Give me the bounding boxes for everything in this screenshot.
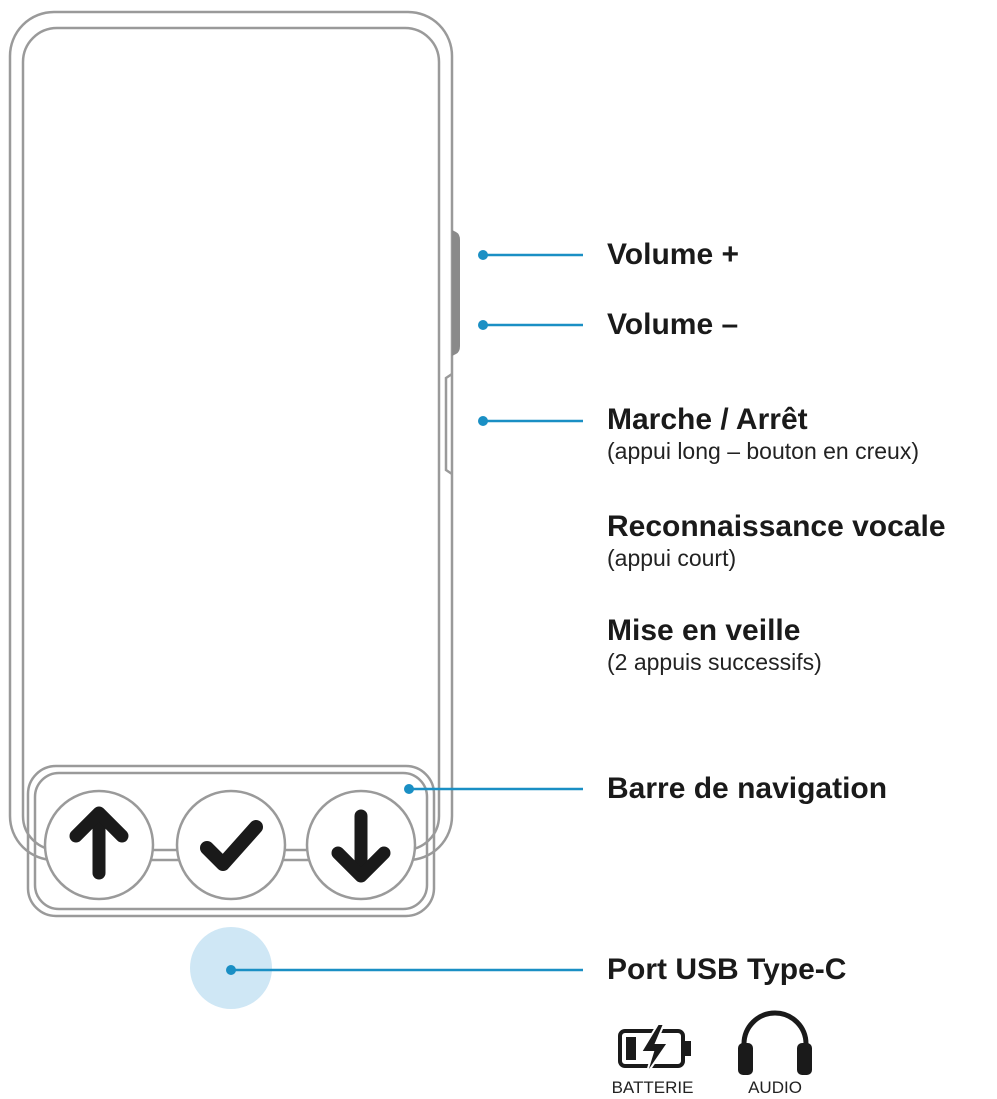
voice-recognition-label: Reconnaissance vocale [607,510,946,543]
battery-charging-icon [618,1023,691,1076]
volume-up-label: Volume + [607,238,739,271]
power-label: Marche / Arrêt [607,403,808,436]
device-outer-frame [8,10,454,862]
usb-port-label: Port USB Type-C [607,953,847,986]
leader-lines [226,250,583,975]
arrow-up-icon [69,806,129,880]
volume-down-label: Volume – [607,308,739,341]
callout-standby: Mise en veille (2 appuis successifs) [607,614,822,676]
checkmark-icon [200,820,263,871]
callout-usb-port: Port USB Type-C [607,953,846,987]
volume-buttons [452,230,460,356]
callout-navigation-bar: Barre de navigation [607,772,887,806]
navigation-bar-inner [33,771,429,911]
device-screen [21,26,441,852]
voice-recognition-note: (appui court) [607,545,737,571]
headphones-icon [738,1010,812,1075]
power-note: (appui long – bouton en creux) [607,438,919,464]
callout-volume-down: Volume – [607,308,738,342]
callout-voice-recognition: Reconnaissance vocale (appui court) [607,510,946,572]
standby-note: (2 appuis successifs) [607,649,822,675]
power-button-recess [444,372,453,476]
navigation-bar-label: Barre de navigation [607,772,888,805]
callout-volume-up: Volume + [607,238,739,272]
navigation-bar [26,764,436,918]
audio-caption: AUDIO [748,1078,802,1097]
standby-label: Mise en veille [607,614,801,647]
battery-caption: BATTERIE [611,1078,694,1097]
callout-power: Marche / Arrêt (appui long – bouton en c… [607,403,919,465]
arrow-down-icon [331,809,391,883]
